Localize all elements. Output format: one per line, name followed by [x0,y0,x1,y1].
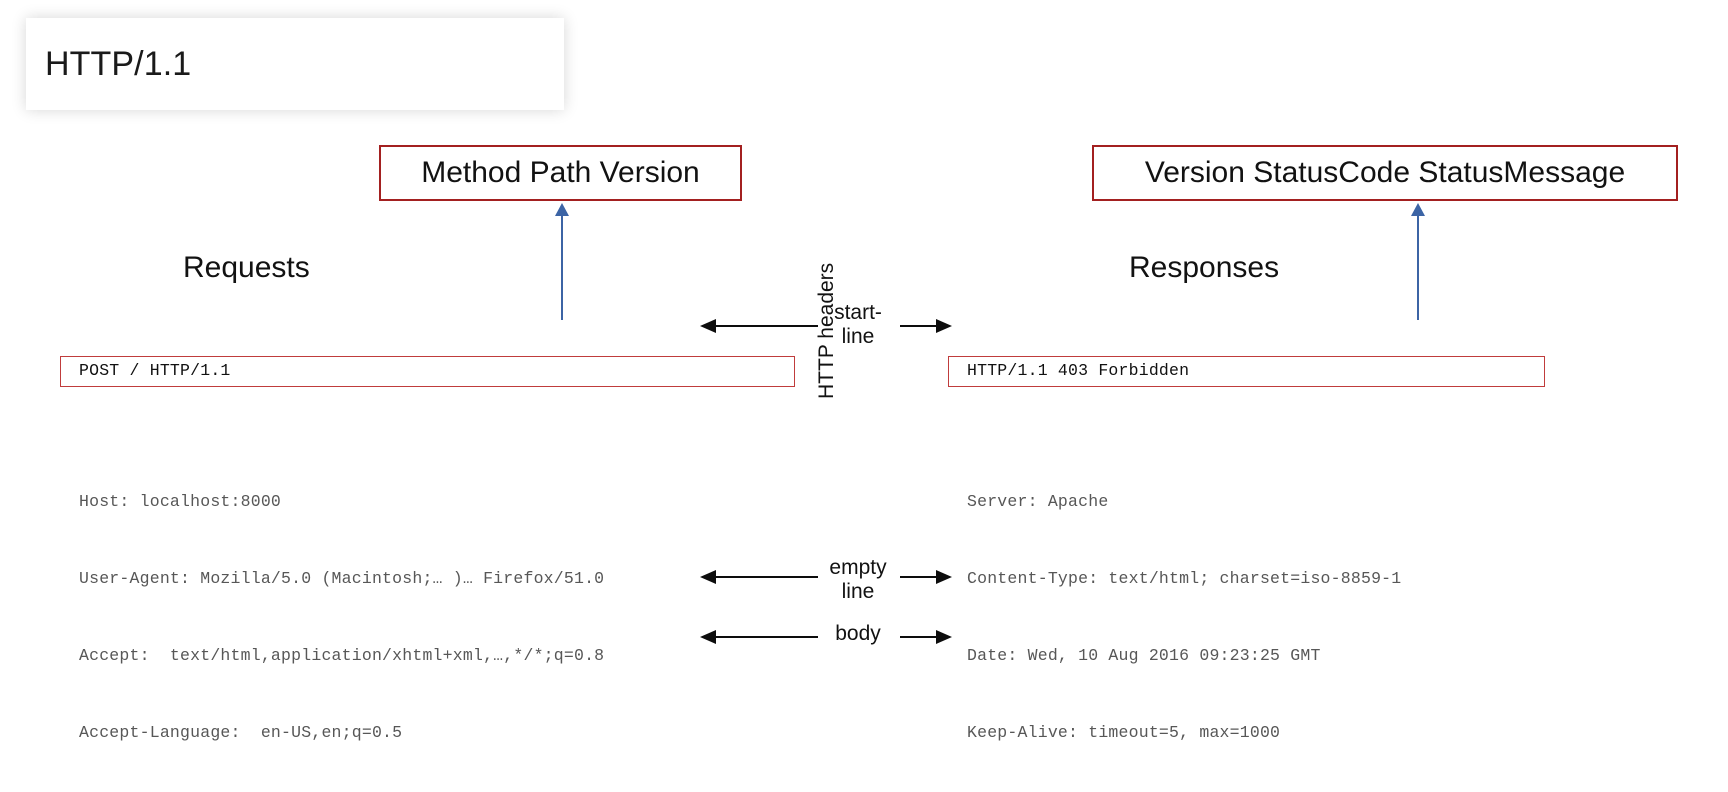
request-headers: Host: localhost:8000 User-Agent: Mozilla… [60,438,850,792]
arrowhead-right-icon [936,319,952,333]
callout-method-label: Method Path Version [421,156,700,189]
arrow-left-empty-line-icon [700,570,818,584]
page-title: HTTP/1.1 [45,44,192,83]
request-start-line: POST / HTTP/1.1 [60,356,795,387]
arrow-right-empty-line-icon [900,570,952,584]
label-body: body [835,622,881,645]
callout-status-label: Version StatusCode StatusMessage [1144,156,1626,189]
blue-arrow-up-response-icon [1408,203,1428,320]
arrowhead-right-icon [936,630,952,644]
arrowhead-left-icon [700,630,716,644]
arrow-left-start-line-icon [700,319,818,333]
arrow-right-body-icon [900,630,952,644]
arrow-shaft [1417,213,1419,320]
heading-responses: Responses [1129,251,1280,284]
arrow-left-body-icon [700,630,818,644]
label-empty-line: empty line [829,556,887,603]
arrowhead-left-icon [700,570,716,584]
arrow-shaft [900,636,938,638]
arrow-shaft [714,325,818,327]
arrowhead-left-icon [700,319,716,333]
arrowhead-up-icon [555,203,569,216]
arrow-shaft [900,576,938,578]
arrow-shaft [714,576,818,578]
arrow-shaft [561,213,563,320]
header-line: User-Agent: Mozilla/5.0 (Macintosh;… )… … [79,568,605,588]
header-line: Date: Wed, 10 Aug 2016 09:23:25 GMT [967,645,1321,665]
header-line: Content-Type: text/html; charset=iso-885… [967,568,1402,588]
header-line: Host: localhost:8000 [79,492,282,512]
title-box: HTTP/1.1 [26,18,564,110]
label-start-line: start-line [834,301,882,348]
header-line: Accept: text/html,application/xhtml+xml,… [79,645,605,665]
header-line: Server: Apache [967,492,1109,512]
response-message-block: HTTP/1.1 403 Forbidden Server: Apache Co… [948,305,1548,792]
label-http-headers: HTTP headers [815,262,838,399]
response-headers: Server: Apache Content-Type: text/html; … [948,438,1548,792]
header-line: Accept-Language: en-US,en;q=0.5 [79,722,403,742]
request-message-block: POST / HTTP/1.1 Host: localhost:8000 Use… [60,305,850,792]
header-line: Keep-Alive: timeout=5, max=1000 [967,722,1281,742]
callout-method-path-version: Method Path Version [379,145,742,201]
arrow-shaft [714,636,818,638]
heading-requests: Requests [183,251,310,284]
callout-version-statuscode-statusmessage: Version StatusCode StatusMessage [1092,145,1678,201]
arrow-right-start-line-icon [900,319,952,333]
arrow-shaft [900,325,938,327]
blue-arrow-up-request-icon [552,203,572,320]
arrowhead-right-icon [936,570,952,584]
response-start-line: HTTP/1.1 403 Forbidden [948,356,1545,387]
arrowhead-up-icon [1411,203,1425,216]
